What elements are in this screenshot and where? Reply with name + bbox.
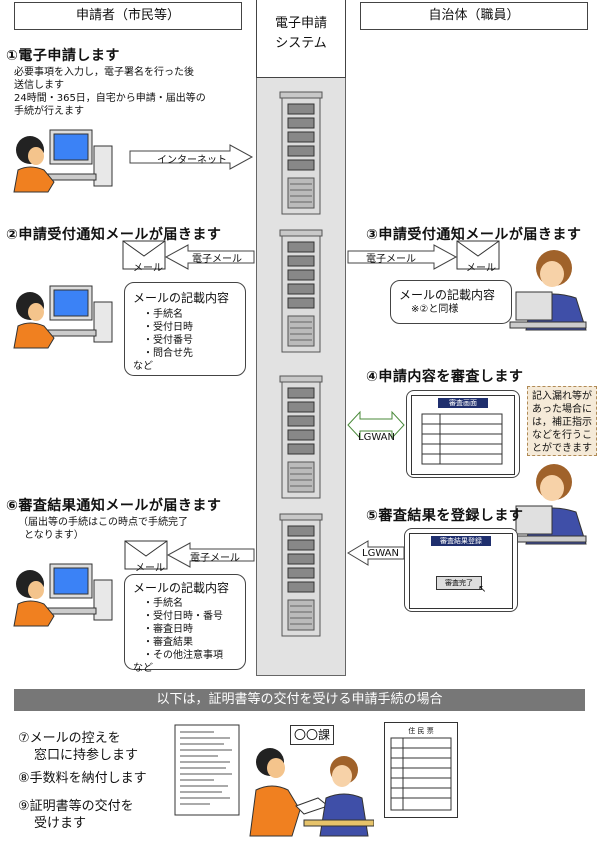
citizen-computer-illustration-1: [13, 129, 113, 193]
step3-title: ③申請受付通知メールが届きます: [366, 227, 582, 243]
step4-review-screen: 審査画面: [406, 390, 520, 478]
list-item: その他注意事項: [143, 649, 237, 662]
step6-card-etc: など: [133, 663, 153, 674]
server-4: [279, 513, 323, 637]
list-item: 審査日時: [143, 623, 237, 636]
mail-envelope-icon: [456, 240, 500, 270]
step4-lgwan-label: LGWAN: [358, 432, 395, 443]
server-3: [279, 375, 323, 499]
counter-sign: 〇〇課: [290, 725, 334, 745]
step2-email-arrow: [164, 244, 255, 270]
step5-screen-window: 審査結果登録 審査完了 ↖: [409, 533, 513, 609]
system-header-line2: システム: [275, 36, 327, 51]
citizen-computer-illustration-2: [13, 285, 113, 349]
mail-envelope-icon: [124, 540, 168, 570]
bottom-step-7: ⑦メールの控えを 窓口に持参します: [18, 730, 138, 764]
internet-label: インターネット: [157, 155, 227, 166]
certificate-document: 住 民 票: [384, 722, 458, 818]
applicant-header: 申請者（市民等）: [14, 2, 242, 30]
list-item: 受付日時: [143, 321, 237, 334]
step6-desc-line1: （届出等の手続はこの時点で手続完了: [18, 517, 188, 528]
certificate-banner: 以下は，証明書等の交付を受ける申請手続の場合: [14, 689, 585, 711]
step1-desc-line1: 必要事項を入力し，電子署名を行った後: [14, 67, 194, 78]
bottom-step-8: ⑧手数料を納付します: [18, 770, 147, 787]
step1-desc-line3: 24時間・365日，自宅から申請・届出等の: [14, 93, 206, 104]
counter-exchange-illustration: [249, 748, 374, 837]
step5-complete-button[interactable]: 審査完了: [436, 576, 482, 590]
list-item: 手続名: [143, 597, 237, 610]
step6-desc-line2: となります）: [24, 530, 84, 541]
citizen-computer-illustration-3: [13, 563, 113, 627]
step4-screen-title: 審査画面: [438, 398, 488, 408]
municipality-header: 自治体（職員）: [360, 2, 588, 30]
step5-register-screen: 審査結果登録 審査完了 ↖: [404, 528, 518, 612]
bottom-step-9-line2: 受けます: [34, 816, 87, 831]
step6-email-label: 電子メール: [190, 553, 240, 564]
step3-email-arrow: [347, 244, 458, 270]
step4-note-line2: あった場合に: [532, 404, 592, 415]
step1-title: ①電子申請します: [6, 48, 120, 64]
step6-desc: （届出等の手続はこの時点で手続完了 となります）: [18, 516, 188, 542]
step5-screen-title: 審査結果登録: [431, 536, 491, 546]
step6-title: ⑥審査結果通知メールが届きます: [6, 498, 222, 514]
system-header-line1: 電子申請: [274, 16, 327, 31]
step2-mail-label: メール: [133, 263, 163, 274]
step6-email-arrow: [166, 542, 255, 568]
bottom-step-7-line1: ⑦メールの控えを: [18, 731, 121, 746]
step3-email-label: 電子メール: [366, 254, 416, 265]
step6-mail-label: メール: [135, 563, 165, 574]
server-2: [279, 229, 323, 353]
mail-printout-document: [174, 724, 240, 816]
step6-card-title: メールの記載内容: [133, 581, 230, 595]
system-header: 電子申請 システム: [256, 0, 346, 78]
step5-lgwan-label: LGWAN: [362, 548, 399, 559]
step4-note: 記入漏れ等が あった場合に は，補正指示 などを行うこ とができます: [527, 386, 597, 456]
server-towers: [279, 91, 323, 637]
certificate-table: [390, 737, 452, 811]
bottom-step-7-line2: 窓口に持参します: [34, 748, 139, 763]
staff-illustration-2: [509, 464, 587, 545]
mail-envelope-icon: [122, 240, 166, 270]
bottom-step-9-line1: ⑨証明書等の交付を: [18, 799, 134, 814]
list-item: 審査結果: [143, 636, 237, 649]
staff-illustration-1: [509, 250, 587, 331]
bottom-step-9: ⑨証明書等の交付を 受けます: [18, 798, 134, 832]
bottom-step-8-line1: ⑧手数料を納付します: [18, 771, 147, 786]
step4-note-line1: 記入漏れ等が: [532, 391, 592, 402]
step4-screen-window: 審査画面: [411, 395, 515, 475]
step4-title: ④申請内容を審査します: [366, 369, 524, 385]
list-item: 問合せ先: [143, 347, 237, 360]
step3-card-title: メールの記載内容: [399, 288, 496, 302]
certificate-title: 住 民 票: [408, 727, 434, 735]
step1-desc: 必要事項を入力し，電子署名を行った後 送信します 24時間・365日，自宅から申…: [14, 66, 244, 118]
internet-arrow: [129, 144, 254, 170]
step4-screen-table: [421, 413, 503, 465]
step2-card-etc: など: [133, 361, 153, 372]
step4-lgwan-arrow: [347, 410, 405, 440]
step2-email-label: 電子メール: [192, 254, 242, 265]
step4-note-line4: などを行うこ: [532, 430, 592, 441]
step5-title: ⑤審査結果を登録します: [366, 508, 524, 524]
step2-card-title: メールの記載内容: [133, 291, 230, 305]
cursor-icon: ↖: [478, 584, 487, 595]
list-item: 受付日時・番号: [143, 610, 237, 623]
step2-title: ②申請受付通知メールが届きます: [6, 227, 222, 243]
step1-desc-line4: 手続が行えます: [14, 106, 84, 117]
step6-mail-content-card: メールの記載内容 手続名 受付日時・番号 審査日時 審査結果 その他注意事項 な…: [124, 574, 246, 674]
server-1: [279, 91, 323, 215]
step2-mail-content-card: メールの記載内容 手続名 受付日時 受付番号 問合せ先 など: [124, 282, 246, 376]
step3-mail-label: メール: [466, 263, 496, 274]
list-item: 受付番号: [143, 334, 237, 347]
list-item: 手続名: [143, 308, 237, 321]
step3-card-note: ※②と同様: [411, 304, 459, 315]
step4-note-line5: とができます: [532, 443, 592, 454]
step1-desc-line2: 送信します: [14, 80, 64, 91]
step5-lgwan-arrow: [347, 540, 405, 566]
step4-note-line3: は，補正指示: [532, 417, 592, 428]
step3-mail-content-card: メールの記載内容 ※②と同様: [390, 280, 512, 324]
